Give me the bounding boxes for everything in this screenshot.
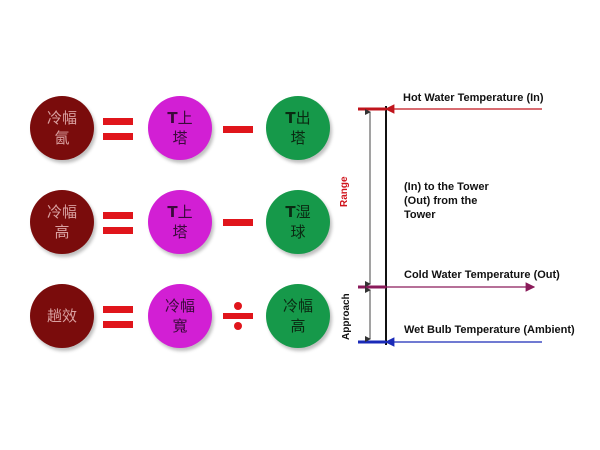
middle-circle-row-3: 冷幅 寬: [148, 284, 212, 348]
divide-bar: [223, 313, 253, 319]
equals-sign-row-1: [103, 118, 133, 140]
divide-sign-row-3: [223, 301, 253, 331]
left-circle-row-3: 趟效: [30, 284, 94, 348]
equals-sign-row-3: [103, 306, 133, 328]
approach-label: Approach: [341, 293, 352, 340]
range-label: Range: [339, 176, 350, 207]
left-circle-row-2: 冷幅 高: [30, 190, 94, 254]
divide-dot-bottom: [234, 322, 242, 330]
middle-circle-row-2: T上 塔: [148, 190, 212, 254]
cold-water-label: Cold Water Temperature (Out): [404, 269, 560, 281]
left-circle-row-1: 冷幅 氤: [30, 96, 94, 160]
right-circle-row-3: 冷幅 高: [266, 284, 330, 348]
middle-circle-row-1: T上 塔: [148, 96, 212, 160]
divide-dot-top: [234, 302, 242, 310]
wet-bulb-label: Wet Bulb Temperature (Ambient): [404, 324, 575, 336]
equals-sign-row-2: [103, 212, 133, 234]
right-circle-row-2: T湿 球: [266, 190, 330, 254]
minus-sign-row-2: [223, 219, 253, 226]
minus-sign-row-1: [223, 126, 253, 133]
tower-description: (In) to the Tower (Out) from the Tower: [404, 181, 489, 221]
right-circle-row-1: T出 塔: [266, 96, 330, 160]
hot-water-label: Hot Water Temperature (In): [403, 92, 544, 104]
